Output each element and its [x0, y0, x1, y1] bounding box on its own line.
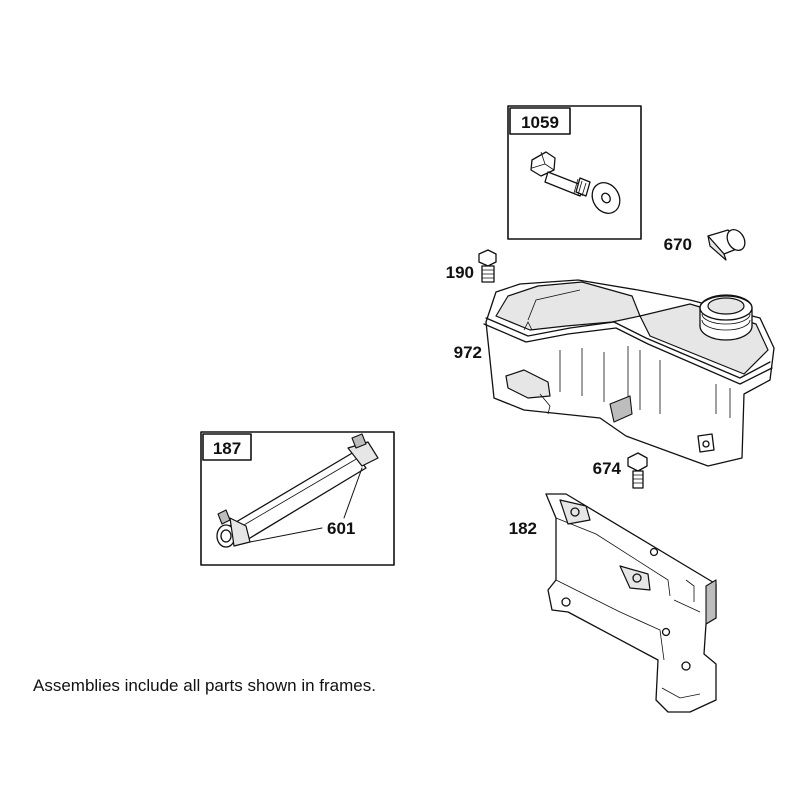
- callout-972: 972: [454, 343, 482, 362]
- kit-frame-1059: 1059: [507, 105, 642, 240]
- callout-182: 182: [509, 519, 537, 538]
- flat-washer: [591, 182, 621, 214]
- kit-frame-187: 187 601: [200, 431, 395, 566]
- frame-label-1059: 1059: [521, 113, 559, 132]
- part-190-screw: 190: [446, 249, 497, 283]
- part-972-fuel-tank: 972: [454, 279, 775, 467]
- part-674-screw: 674: [593, 452, 648, 489]
- shoulder-bolt: [530, 151, 591, 197]
- tank-filler-neck: [699, 294, 753, 341]
- fuel-hose: [216, 433, 379, 548]
- callout-190: 190: [446, 263, 474, 282]
- assembly-note: Assemblies include all parts shown in fr…: [33, 676, 376, 695]
- callout-674: 674: [593, 459, 622, 478]
- callout-670: 670: [664, 235, 692, 254]
- part-670-bushing: 670: [664, 229, 746, 261]
- frame-label-187: 187: [213, 439, 241, 458]
- part-182-bracket: 182: [509, 493, 717, 713]
- callout-601: 601: [327, 519, 355, 538]
